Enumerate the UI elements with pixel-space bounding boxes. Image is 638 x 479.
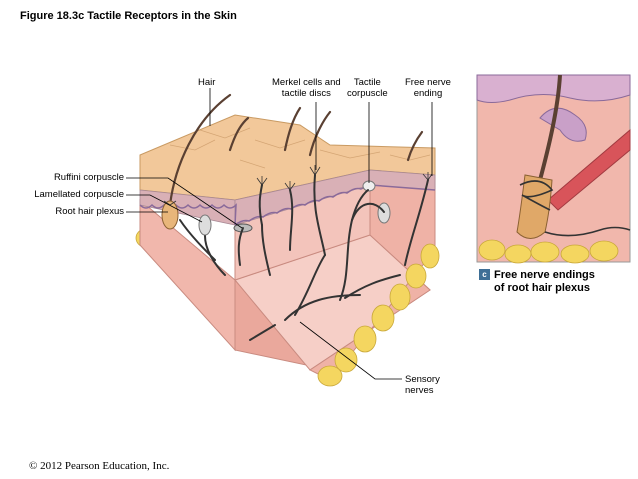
- copyright-notice: © 2012 Pearson Education, Inc.: [29, 460, 170, 472]
- skin-block: [135, 93, 440, 387]
- leader-lines: [126, 88, 433, 380]
- label-free-line2: ending: [413, 88, 443, 99]
- label-sensory-nerves: Sensory nerves: [405, 374, 440, 396]
- inset-caption-line1: Free nerve endings: [494, 269, 595, 281]
- sensory-nerve-fibers: [179, 174, 429, 341]
- inset-caption: c Free nerve endings of root hair plexus: [479, 269, 595, 295]
- inset-root-hair-plexus: [476, 74, 631, 264]
- figure-title: Figure 18.3c Tactile Receptors in the Sk…: [20, 10, 237, 22]
- panel-badge: c: [479, 269, 490, 280]
- label-sensory-line2: nerves: [405, 385, 434, 396]
- label-merkel-cells: Merkel cells and tactile discs: [272, 77, 341, 99]
- hair-follicle: [161, 200, 179, 230]
- label-ruffini-corpuscle: Ruffini corpuscle: [53, 172, 124, 183]
- hairs: [168, 93, 424, 207]
- label-tactile-corpuscle: Tactile corpuscle: [347, 77, 388, 99]
- lamellated-corpuscle: [198, 214, 212, 236]
- subcutaneous-fat-right: [317, 243, 440, 387]
- label-tactile-line2: corpuscle: [347, 88, 388, 99]
- inset-caption-line2: of root hair plexus: [494, 282, 590, 294]
- label-lamellated-corpuscle: Lamellated corpuscle: [34, 189, 124, 200]
- label-tactile-line1: Tactile: [353, 77, 381, 88]
- label-free-line1: Free nerve: [405, 77, 451, 88]
- label-merkel-line2: tactile discs: [281, 88, 331, 99]
- dermis-left-face: [139, 198, 236, 352]
- label-merkel-line1: Merkel cells and: [272, 77, 341, 88]
- label-hair: Hair: [198, 77, 216, 88]
- basal-layer: [139, 203, 237, 226]
- label-sensory-line1: Sensory: [405, 374, 440, 385]
- label-free-nerve-ending: Free nerve ending: [405, 77, 451, 99]
- label-root-hair-plexus: Root hair plexus: [55, 206, 124, 217]
